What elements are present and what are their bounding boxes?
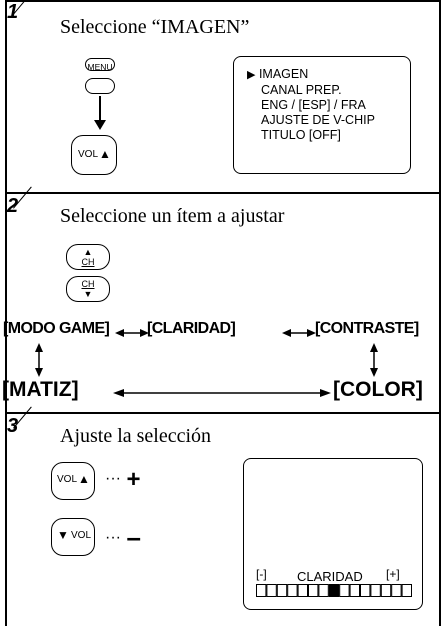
step-number: 3: [7, 415, 19, 437]
vol-label: VOL: [71, 530, 92, 541]
ch-label: CH: [81, 257, 95, 267]
minus-icon: –: [126, 522, 141, 552]
step-3-section: 3 Ajuste la selección VOL ▲ ··· + ▼ VOL …: [5, 406, 441, 626]
step-number: 2: [7, 195, 19, 217]
step-3-title: Ajuste la selección: [60, 425, 212, 447]
down-triangle-icon: ▼: [83, 289, 93, 299]
level-segment: [349, 584, 360, 597]
vol-up-button[interactable]: VOL ▲: [51, 462, 95, 500]
level-segment: [287, 584, 298, 597]
down-triangle-icon: ▼: [57, 528, 69, 542]
osd-plus-label: [+]: [386, 567, 400, 581]
menu-button-label-box: MENU: [85, 58, 115, 72]
level-segment: [256, 584, 267, 597]
top-border: [5, 0, 441, 2]
item-claridad: [CLARIDAD]: [147, 320, 236, 337]
menu-button[interactable]: [85, 78, 115, 94]
osd-menu-item: TITULO [OFF]: [261, 128, 341, 142]
level-segment: [276, 584, 288, 597]
plus-icon: +: [126, 466, 141, 493]
osd-menu-item: ▶ IMAGEN: [247, 67, 309, 81]
menu-label: MENU: [87, 62, 113, 72]
vertical-double-arrow-icon: [370, 343, 378, 377]
up-triangle-icon: ▲: [78, 472, 90, 486]
osd-menu-item: AJUSTE DE V-CHIP: [261, 113, 375, 127]
osd-menu-item: CANAL PREP.: [261, 83, 342, 97]
item-color: [COLOR]: [333, 378, 423, 401]
step-2-title: Seleccione un ítem a ajustar: [60, 205, 285, 227]
vol-down-button[interactable]: ▼ VOL: [51, 518, 95, 556]
double-arrow-icon: [282, 329, 316, 337]
osd-adjust-screen: [-] CLARIDAD [+]: [243, 458, 423, 610]
decrease-hint: ··· –: [105, 522, 141, 552]
up-triangle-icon: ▲: [99, 147, 111, 161]
step-1-title: Seleccione “IMAGEN”: [60, 16, 250, 38]
section-divider: [5, 192, 441, 194]
step-1-number: 1: [7, 0, 41, 28]
osd-menu-item: ENG / [ESP] / FRA: [261, 98, 366, 112]
double-arrow-icon: [115, 329, 149, 337]
osd-menu-list: ▶ IMAGEN CANAL PREP. ENG / [ESP] / FRA A…: [247, 67, 375, 143]
ch-down-button[interactable]: CH ▼: [66, 276, 110, 302]
level-segment: [360, 584, 371, 597]
level-bar: [256, 584, 413, 597]
osd-minus-label: [-]: [256, 567, 267, 581]
level-segment: [401, 584, 413, 597]
item-contraste: [CONTRASTE]: [315, 320, 419, 337]
section-divider: [5, 412, 441, 414]
level-segment: [308, 584, 319, 597]
ch-up-button[interactable]: ▲ CH: [66, 244, 110, 270]
level-segment: [391, 584, 402, 597]
level-marker: [328, 584, 340, 597]
step-3-number: 3: [7, 406, 41, 442]
vol-label: VOL: [78, 149, 99, 160]
double-arrow-icon: [113, 389, 331, 397]
level-segment: [297, 584, 308, 597]
osd-setting-label: CLARIDAD: [297, 569, 363, 584]
increase-hint: ··· +: [105, 466, 141, 493]
ch-label: CH: [81, 279, 95, 289]
level-segment: [370, 584, 381, 597]
vol-label: VOL: [57, 474, 78, 485]
arrow-down-icon: [94, 96, 106, 130]
step-2-section: 2 Seleccione un ítem a ajustar ▲ CH CH ▼…: [2, 186, 441, 412]
vol-up-button[interactable]: VOL ▲: [71, 135, 117, 175]
selection-arrow-icon: ▶: [247, 69, 256, 81]
item-matiz: [MATIZ]: [2, 378, 79, 401]
level-segment: [380, 584, 392, 597]
step-1-section: 1 Seleccione “IMAGEN” MENU VOL ▲ ▶ IMAGE…: [5, 0, 441, 192]
level-segment: [318, 584, 329, 597]
osd-menu-screen: ▶ IMAGEN CANAL PREP. ENG / [ESP] / FRA A…: [233, 56, 411, 174]
step-2-number: 2: [7, 186, 41, 222]
vertical-double-arrow-icon: [35, 343, 43, 377]
item-modo-game: [MODO GAME]: [3, 320, 110, 337]
up-triangle-icon: ▲: [83, 247, 93, 257]
step-number: 1: [7, 1, 19, 23]
level-segment: [266, 584, 277, 597]
page-frame: [5, 0, 441, 626]
level-segment: [339, 584, 350, 597]
